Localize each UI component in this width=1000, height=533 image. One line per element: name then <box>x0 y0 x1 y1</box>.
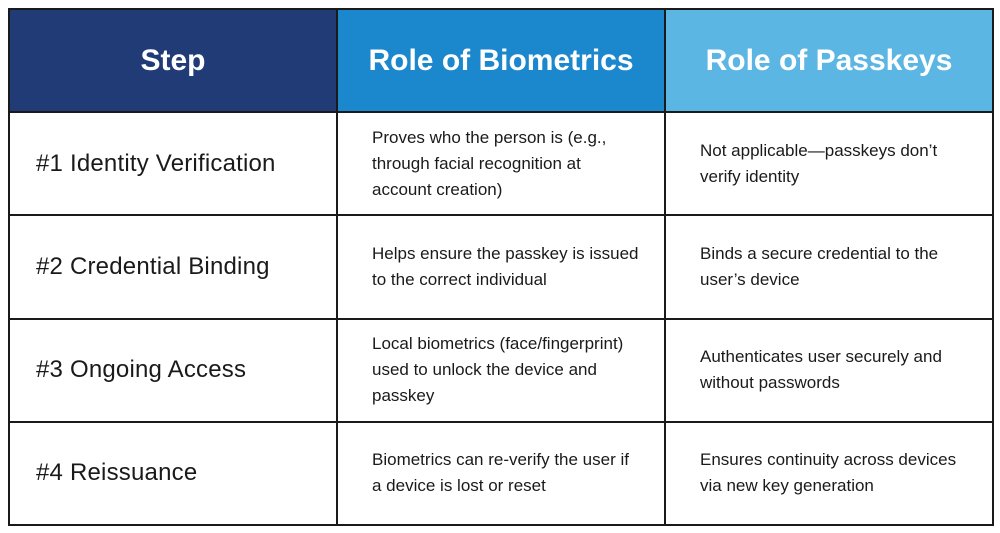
table-row-ongoing-access: #3 Ongoing Access Local biometrics (face… <box>8 317 994 423</box>
table-row-reissuance: #4 Reissuance Biometrics can re-verify t… <box>8 420 994 527</box>
biometrics-cell: Proves who the person is (e.g., through … <box>336 110 666 217</box>
step-cell: #1 Identity Verification <box>8 110 338 217</box>
biometrics-cell: Biometrics can re-verify the user if a d… <box>336 420 666 527</box>
step-cell: #4 Reissuance <box>8 420 338 527</box>
passkeys-cell: Ensures continuity across devices via ne… <box>664 420 994 527</box>
step-cell: #3 Ongoing Access <box>8 317 338 423</box>
passkeys-cell: Not applicable—passkeys don’t verify ide… <box>664 110 994 217</box>
table-row-identity-verification: #1 Identity Verification Proves who the … <box>8 110 994 217</box>
header-role-of-biometrics: Role of Biometrics <box>336 8 666 113</box>
step-cell: #2 Credential Binding <box>8 214 338 320</box>
table-row-credential-binding: #2 Credential Binding Helps ensure the p… <box>8 214 994 320</box>
header-step: Step <box>8 8 338 113</box>
header-role-of-passkeys: Role of Passkeys <box>664 8 994 113</box>
header-row: Step Role of Biometrics Role of Passkeys <box>8 8 994 113</box>
passkeys-cell: Binds a secure credential to the user’s … <box>664 214 994 320</box>
biometrics-cell: Local biometrics (face/fingerprint) used… <box>336 317 666 423</box>
biometrics-cell: Helps ensure the passkey is issued to th… <box>336 214 666 320</box>
comparison-table-container: Step Role of Biometrics Role of Passkeys… <box>8 8 994 527</box>
biometrics-passkeys-table: Step Role of Biometrics Role of Passkeys… <box>8 8 994 527</box>
table-header: Step Role of Biometrics Role of Passkeys <box>8 8 994 113</box>
passkeys-cell: Authenticates user securely and without … <box>664 317 994 423</box>
table-body: #1 Identity Verification Proves who the … <box>8 110 994 527</box>
